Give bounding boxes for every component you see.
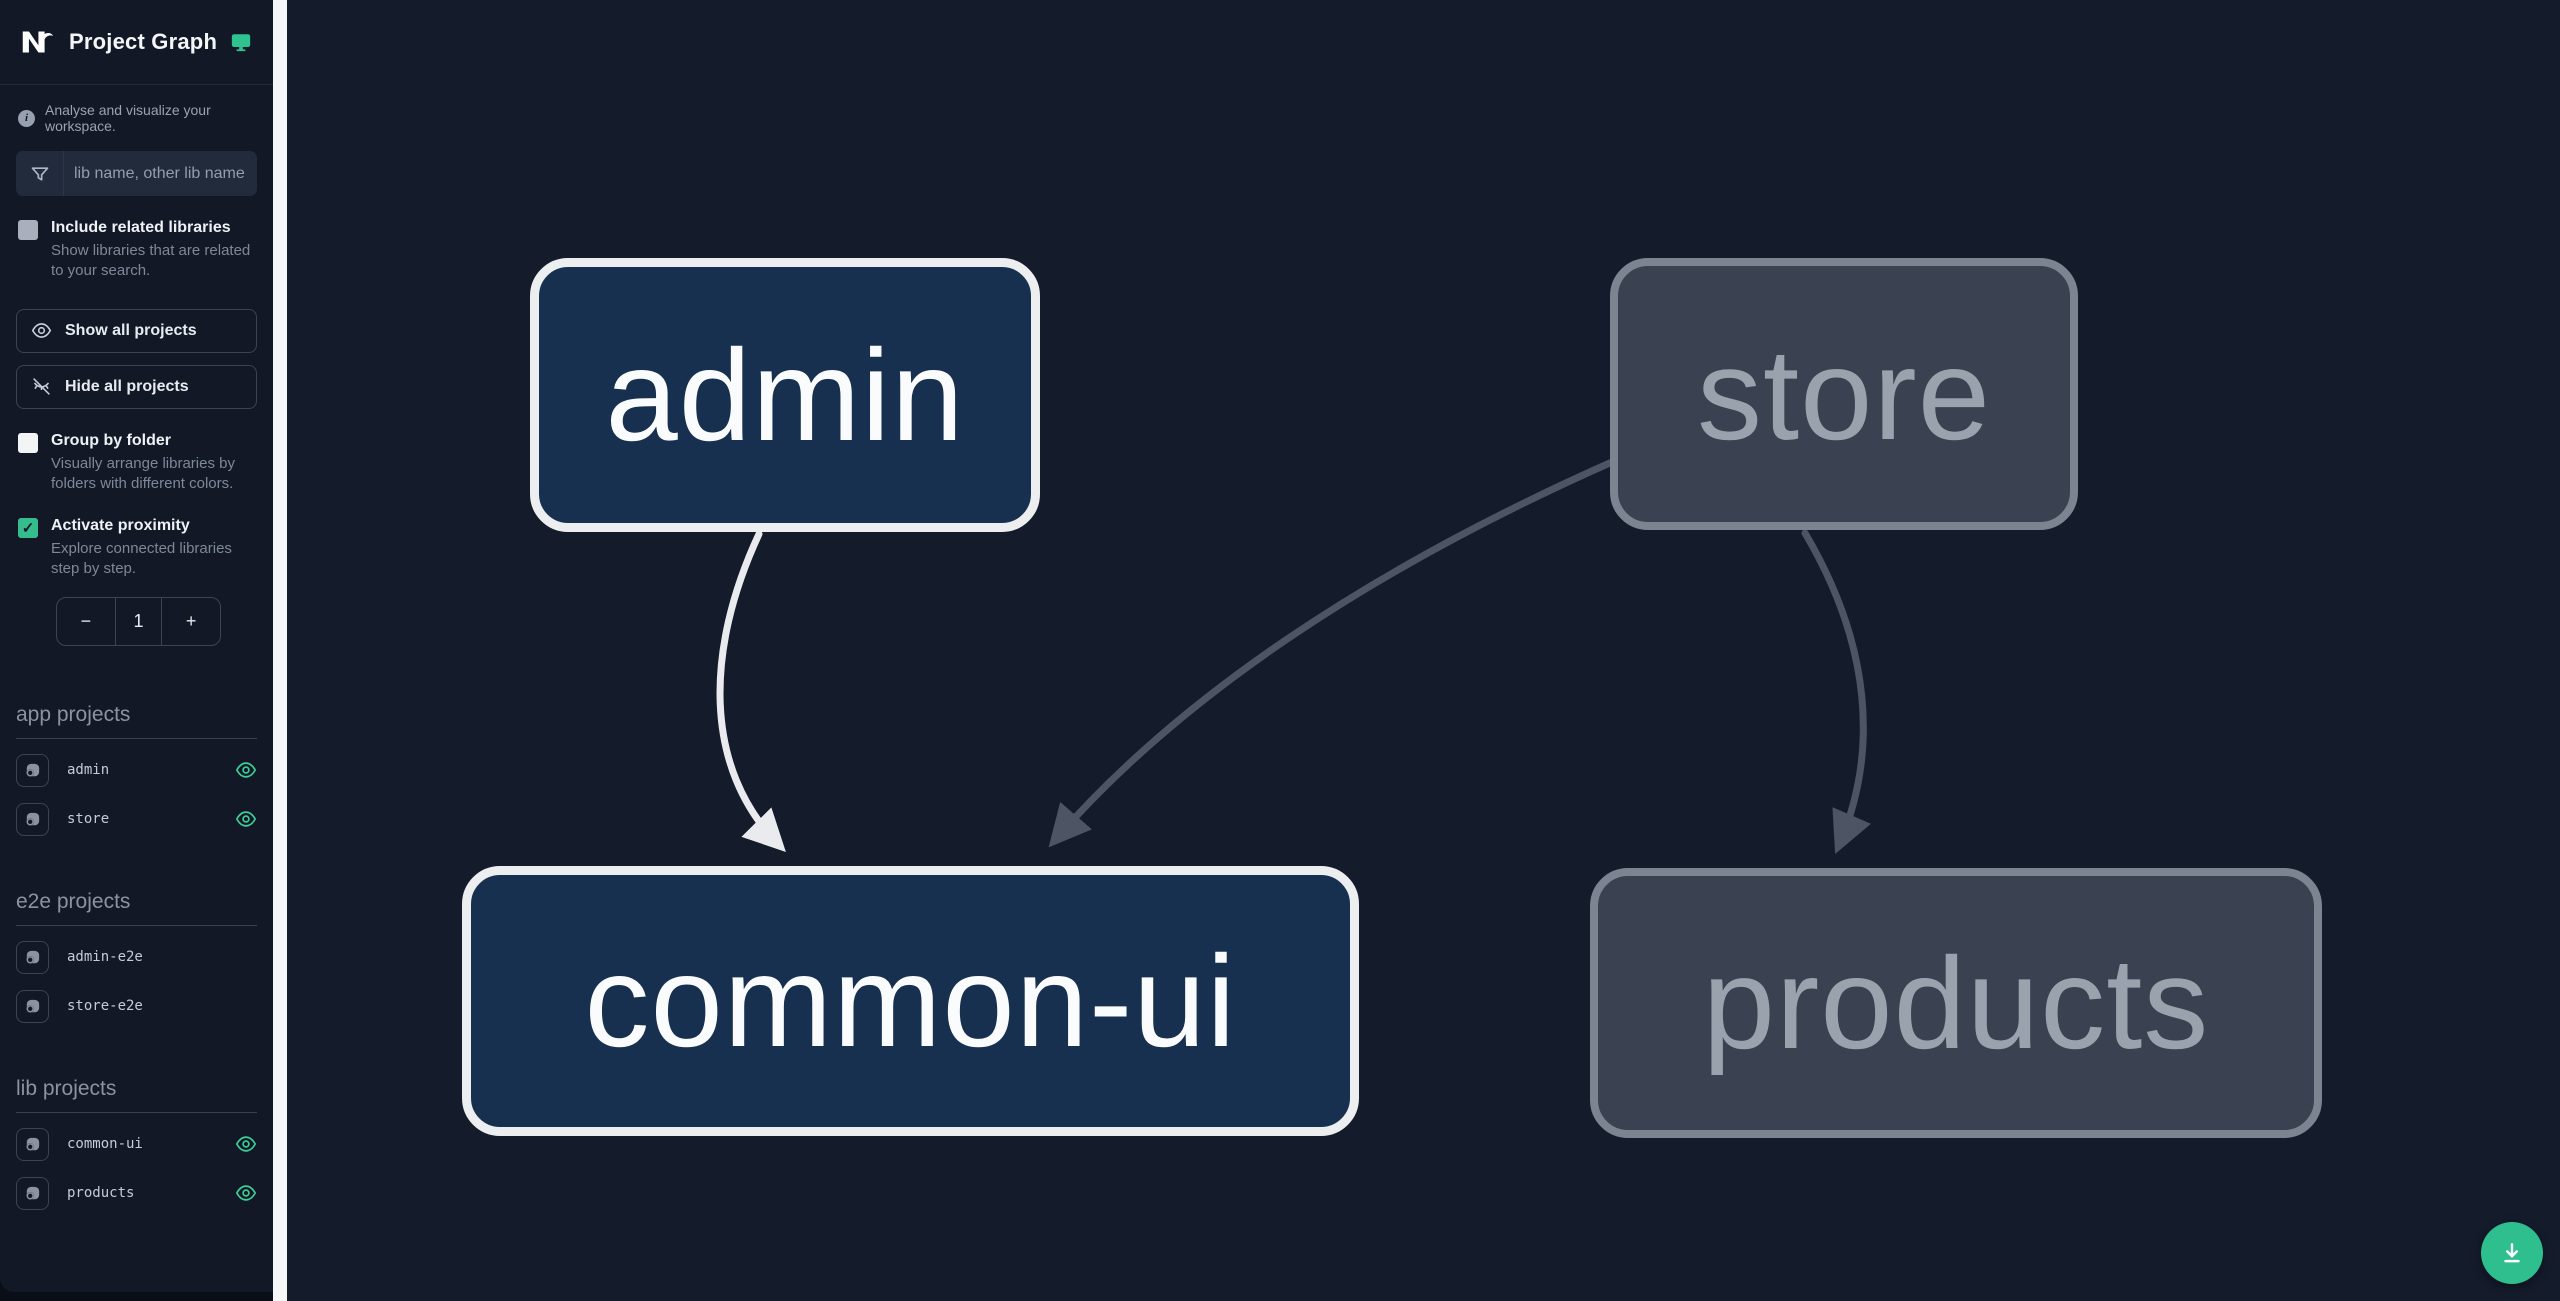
project-item[interactable]: admin-e2e	[16, 933, 257, 982]
app-title: Project Graph	[69, 29, 218, 54]
project-name: admin-e2e	[67, 949, 143, 965]
eye-off-icon	[31, 376, 52, 397]
sidebar: Project Graph i Analyse and visualize yo…	[0, 0, 273, 1292]
checkbox-group-by-folder[interactable]	[18, 432, 38, 453]
nx-logo	[18, 23, 56, 61]
hide-all-projects-button[interactable]: Hide all projects	[16, 364, 257, 409]
project-icon	[16, 1176, 49, 1210]
intro-row: i Analyse and visualize your workspace.	[0, 85, 273, 134]
project-item[interactable]: products	[16, 1169, 257, 1218]
option-label: Group by folder	[51, 431, 171, 449]
visibility-eye-icon[interactable]	[235, 808, 257, 830]
option-activate-proximity[interactable]: ✓ Activate proximity Explore connected l…	[0, 517, 273, 580]
project-name: store	[67, 811, 110, 827]
node-label: products	[1702, 930, 2210, 1076]
project-icon	[16, 802, 49, 836]
option-label: Include related libraries	[51, 219, 231, 236]
intro-text: Analyse and visualize your workspace.	[45, 102, 211, 134]
node-label: store	[1696, 321, 1991, 467]
node-label: admin	[605, 322, 965, 468]
option-description: Show libraries that are related to your …	[51, 242, 251, 280]
project-name: admin	[67, 762, 110, 778]
sidebar-header: Project Graph	[0, 0, 273, 85]
option-label: Activate proximity	[51, 517, 190, 534]
section-app-projects: app projects admin	[16, 703, 257, 844]
download-icon	[2499, 1240, 2525, 1266]
filter-icon	[16, 151, 64, 196]
option-include-related[interactable]: Include related libraries Show libraries…	[0, 219, 273, 282]
search-input[interactable]	[64, 151, 257, 196]
graph-node-products[interactable]: products	[1590, 868, 2322, 1138]
edge-store-common-ui	[1048, 458, 1616, 848]
project-item[interactable]: admin	[16, 746, 257, 795]
section-title: app projects	[16, 703, 257, 739]
project-sections: app projects admin	[0, 703, 273, 1218]
section-title: e2e projects	[16, 890, 257, 926]
project-icon	[16, 989, 49, 1023]
section-title: lib projects	[16, 1077, 257, 1113]
project-name: store-e2e	[67, 998, 143, 1014]
visibility-eye-icon[interactable]	[235, 1182, 257, 1204]
search-box	[16, 151, 257, 196]
checkbox-include-related[interactable]	[18, 220, 38, 240]
project-item[interactable]: common-ui	[16, 1120, 257, 1169]
monitor-icon[interactable]	[230, 31, 252, 53]
graph-node-admin[interactable]: admin	[530, 258, 1040, 532]
graph-node-store[interactable]: store	[1610, 258, 2078, 530]
project-icon	[16, 1127, 49, 1161]
button-label: Hide all projects	[65, 377, 189, 395]
option-description: Visually arrange libraries by folders wi…	[51, 454, 235, 492]
visibility-eye-icon[interactable]	[235, 1133, 257, 1155]
project-item[interactable]: store	[16, 795, 257, 844]
section-lib-projects: lib projects common-ui	[16, 1077, 257, 1218]
proximity-stepper: − 1 +	[56, 596, 221, 646]
edge-admin-common-ui	[716, 530, 786, 852]
project-icon	[16, 753, 49, 787]
graph-canvas[interactable]: admin store common-ui products	[287, 0, 2560, 1301]
option-group-by-folder[interactable]: Group by folder Visually arrange librari…	[0, 432, 273, 495]
edge-store-products	[1801, 529, 1872, 855]
download-button[interactable]	[2481, 1222, 2543, 1284]
increment-button[interactable]: +	[162, 598, 220, 645]
project-name: products	[67, 1185, 135, 1201]
checkbox-activate-proximity[interactable]: ✓	[18, 518, 38, 538]
eye-icon	[31, 320, 52, 341]
project-icon	[16, 940, 49, 974]
project-name: common-ui	[67, 1136, 143, 1152]
graph-node-common-ui[interactable]: common-ui	[462, 866, 1359, 1136]
info-icon: i	[18, 109, 35, 127]
button-label: Show all projects	[65, 321, 197, 339]
proximity-value: 1	[114, 597, 163, 645]
show-all-projects-button[interactable]: Show all projects	[16, 308, 257, 353]
project-item[interactable]: store-e2e	[16, 982, 257, 1031]
node-label: common-ui	[584, 928, 1237, 1074]
visibility-eye-icon[interactable]	[235, 759, 257, 781]
sidebar-canvas-divider	[273, 0, 287, 1301]
section-e2e-projects: e2e projects admin-e2e	[16, 890, 257, 1031]
decrement-button[interactable]: −	[57, 598, 115, 645]
option-description: Explore connected libraries step by step…	[51, 540, 232, 578]
